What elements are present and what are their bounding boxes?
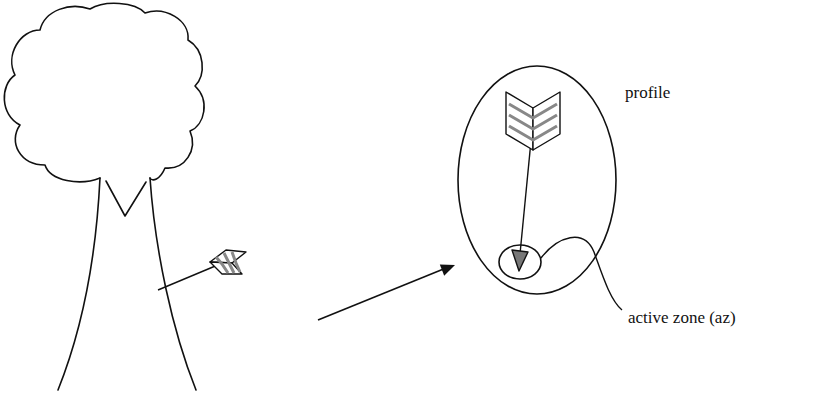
mapping-arrow-line bbox=[318, 268, 446, 320]
tree-drawing bbox=[4, 3, 204, 390]
tree-crown bbox=[4, 3, 204, 181]
mapping-arrow-head bbox=[440, 265, 455, 276]
shape-outline bbox=[457, 65, 617, 295]
ellipse-outline bbox=[499, 245, 541, 279]
active-zone-label: active zone (az) bbox=[628, 308, 736, 328]
profile-arrow bbox=[506, 92, 560, 271]
mapping-arrow bbox=[318, 265, 455, 320]
ellipse-outline bbox=[458, 66, 616, 294]
fletching-stripe bbox=[509, 104, 557, 140]
profile-label: profile bbox=[625, 83, 670, 103]
fletching-stripe bbox=[216, 252, 240, 273]
arrow-head bbox=[512, 250, 528, 271]
shape-outline bbox=[498, 244, 542, 280]
tree-fork bbox=[106, 181, 146, 216]
profile-ellipse: profileactive zone (az) bbox=[457, 65, 617, 295]
arrow-in-tree bbox=[158, 250, 246, 290]
active-zone-circle: active zone (az) bbox=[498, 244, 542, 280]
tree-trunk-left bbox=[58, 178, 100, 390]
